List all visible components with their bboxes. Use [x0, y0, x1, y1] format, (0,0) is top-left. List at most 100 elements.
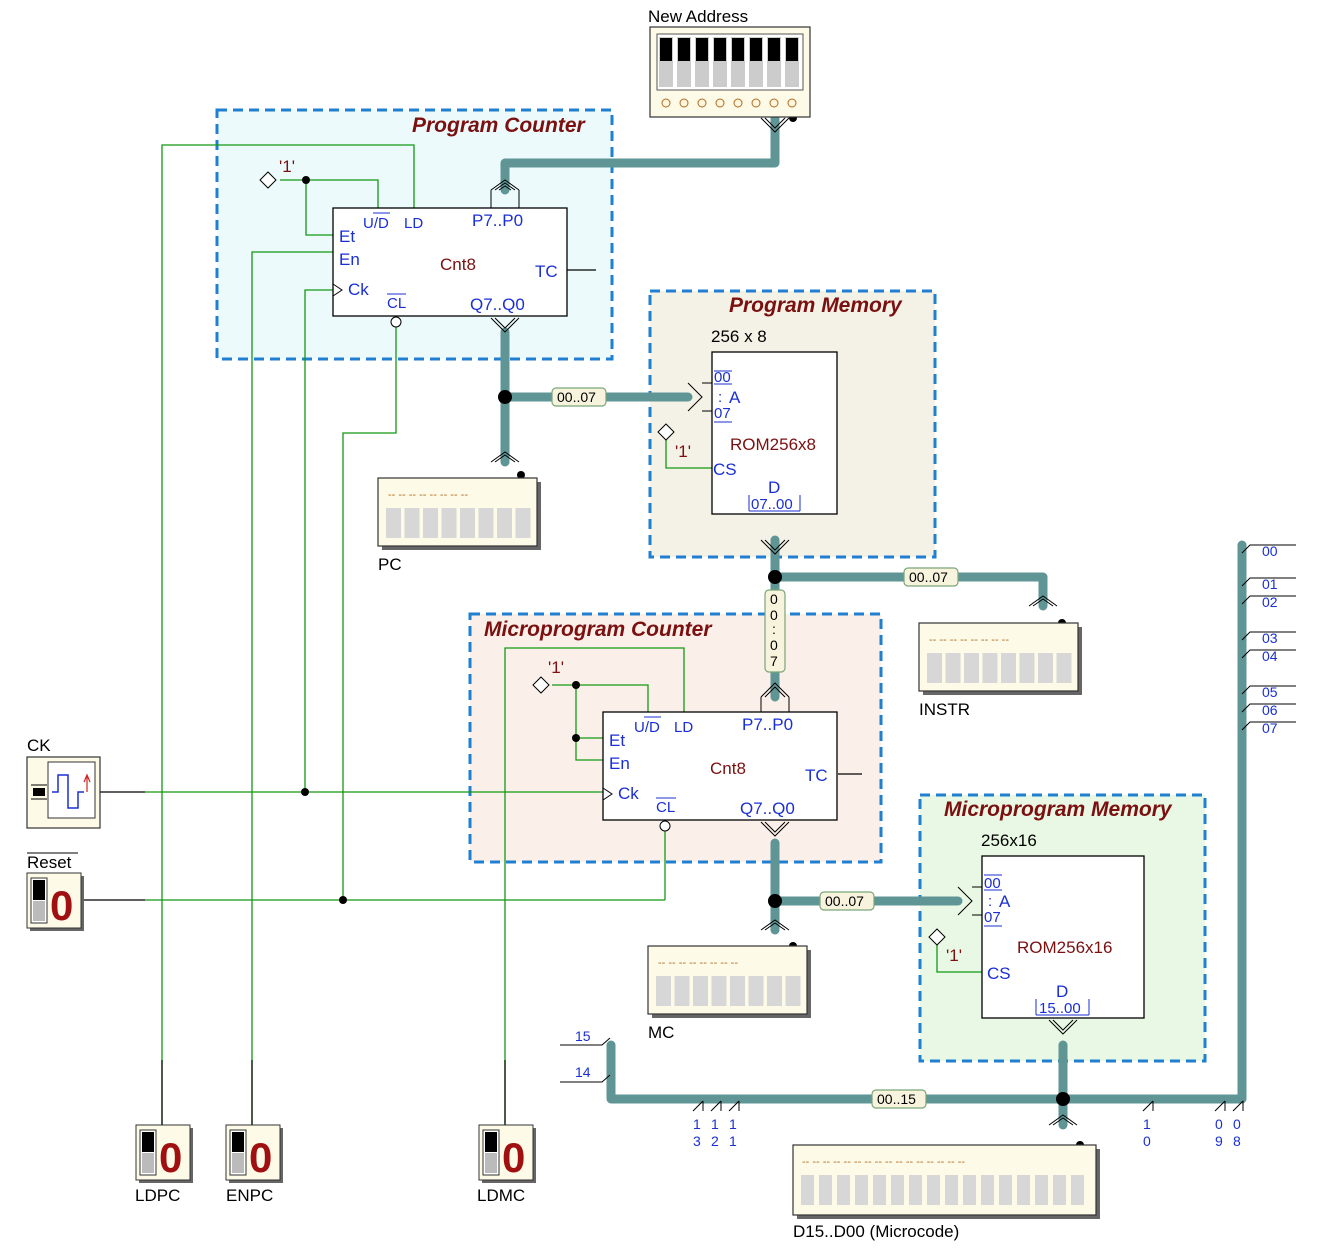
switch-state-digit: 0 [50, 882, 73, 929]
svg-text:CL: CL [656, 799, 675, 816]
digit-cell [656, 976, 671, 1006]
pc-display: -- -- -- -- -- -- -- -- PC [377, 477, 541, 574]
svg-text:-- -- -- -- -- -- -- --: -- -- -- -- -- -- -- -- [658, 957, 738, 969]
svg-text:En: En [609, 754, 630, 773]
program-counter-title: Program Counter [412, 114, 587, 137]
program-memory-title: Program Memory [729, 294, 903, 317]
digit-cell [711, 976, 727, 1006]
microprogram-counter-title: Microprogram Counter [484, 618, 713, 641]
svg-text:P7..P0: P7..P0 [472, 211, 523, 230]
svg-text:7: 7 [770, 653, 778, 669]
reset-switch[interactable]: Reset 0 [26, 852, 84, 931]
svg-text::: : [772, 621, 776, 637]
microcode-display: -- -- -- -- -- -- -- -- -- -- -- -- -- -… [792, 1144, 1100, 1241]
digit-cell [1019, 653, 1035, 683]
digit-cell [855, 1175, 868, 1205]
digit-cell [819, 1175, 832, 1205]
digit-cell [785, 976, 801, 1006]
digit-cell [748, 976, 764, 1006]
tap-label: 07 [1262, 720, 1278, 736]
digit-cell [999, 1175, 1012, 1205]
bus-junction [1056, 1092, 1070, 1106]
led-icon [715, 98, 725, 108]
svg-text::: : [718, 389, 722, 406]
control-wires [145, 144, 982, 1125]
bus-label-pc-rom: 00..07 [551, 387, 607, 407]
tap-label: 1 [729, 1133, 737, 1149]
svg-text::: : [988, 893, 992, 910]
svg-text:En: En [339, 250, 360, 269]
microcode-display-label: D15..D00 (Microcode) [793, 1222, 959, 1241]
program-rom-chip: 256 x 8 00 : A 07 ROM256x8 CS D 07..00 '… [657, 327, 838, 515]
ldpc-switch[interactable]: 0 LDPC [135, 1124, 193, 1205]
tap-label: 04 [1262, 648, 1278, 664]
digit-cell [1038, 653, 1053, 683]
svg-text:CL: CL [387, 295, 406, 312]
digit-cell [837, 1175, 850, 1205]
tap-label: 1 [693, 1116, 701, 1132]
bus-junction [768, 570, 782, 584]
digit-cell [1001, 653, 1016, 683]
ldmc-label: LDMC [477, 1186, 525, 1205]
digit-cell [674, 976, 690, 1006]
digit-cell [1035, 1175, 1048, 1205]
led-icon [697, 98, 707, 108]
bus-label-mc-rom: 00..07 [819, 891, 875, 911]
digit-cell [515, 508, 531, 538]
led-icon [733, 98, 743, 108]
tap-label-14: 14 [575, 1064, 591, 1080]
svg-text:07..00: 07..00 [751, 496, 793, 513]
svg-text:07: 07 [984, 909, 1001, 926]
tap-label: 2 [711, 1133, 719, 1149]
bus-junction [498, 390, 512, 404]
digit-cell [964, 653, 979, 683]
enpc-switch[interactable]: 0 ENPC [225, 1124, 283, 1205]
tap-label: 00 [1262, 543, 1278, 559]
svg-text:00: 00 [714, 369, 731, 386]
svg-text:Ck: Ck [618, 784, 639, 803]
micro-rom-chip: 256x16 00 : A 07 ROM256x16 CS D 15..00 '… [928, 831, 1145, 1019]
bus-label-rom-instr: 00..07 [903, 567, 959, 587]
new-address-label: New Address [648, 7, 748, 26]
new-address-switch[interactable]: New Address [648, 7, 811, 118]
svg-text:'1': '1' [675, 442, 691, 461]
clock-source[interactable]: CK [26, 736, 101, 829]
ldmc-switch[interactable]: 0 LDMC [477, 1124, 536, 1205]
svg-text:'1': '1' [946, 946, 962, 965]
svg-text:0: 0 [770, 607, 778, 623]
svg-text:Et: Et [339, 227, 355, 246]
svg-text:15..00: 15..00 [1039, 1000, 1081, 1017]
digit-cell [945, 1175, 958, 1205]
tap-label: 0 [1215, 1116, 1223, 1132]
svg-text:LD: LD [404, 215, 423, 232]
svg-text:-- -- -- -- -- -- -- -- -- --: -- -- -- -- -- -- -- -- -- -- -- -- -- -… [802, 1156, 965, 1168]
svg-text:CS: CS [713, 460, 737, 479]
digit-cell [423, 508, 438, 538]
led-icon [769, 98, 779, 108]
digit-cell [891, 1175, 904, 1205]
svg-text:0: 0 [770, 591, 778, 607]
svg-text:TC: TC [805, 766, 828, 785]
digit-cell [909, 1175, 922, 1205]
microprogram-memory-title: Microprogram Memory [944, 798, 1173, 821]
led-icon [751, 98, 761, 108]
svg-text:'1': '1' [548, 658, 564, 677]
svg-text:A: A [999, 892, 1011, 911]
led-icon [679, 98, 689, 108]
svg-text:0: 0 [770, 637, 778, 653]
tap-label: 8 [1233, 1133, 1241, 1149]
svg-text:07: 07 [714, 405, 731, 422]
tap-label: 01 [1262, 576, 1278, 592]
switch-state-digit: 0 [249, 1134, 272, 1181]
ldpc-label: LDPC [135, 1186, 180, 1205]
svg-text:U/D: U/D [363, 215, 389, 232]
digit-cell [767, 976, 782, 1006]
reset-label: Reset [27, 853, 72, 872]
instr-display-label: INSTR [919, 700, 970, 719]
bus-label-vertical: 0 0 : 0 7 [764, 589, 786, 673]
bus-junction [768, 894, 782, 908]
tap-label: 1 [729, 1116, 737, 1132]
svg-text:LD: LD [674, 719, 693, 736]
